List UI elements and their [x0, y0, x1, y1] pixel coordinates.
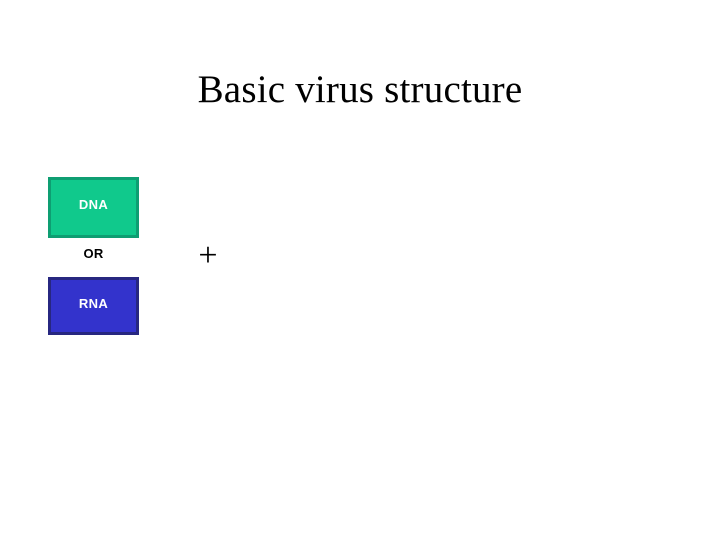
dna-box: DNA [48, 177, 139, 238]
page-title: Basic virus structure [197, 68, 523, 111]
plus-operator: + [198, 237, 218, 274]
dna-box-label: DNA [78, 197, 109, 212]
rna-box-label: RNA [78, 295, 109, 311]
rna-box: RNA [48, 277, 139, 335]
genome-or-connector-label: OR [83, 246, 104, 261]
